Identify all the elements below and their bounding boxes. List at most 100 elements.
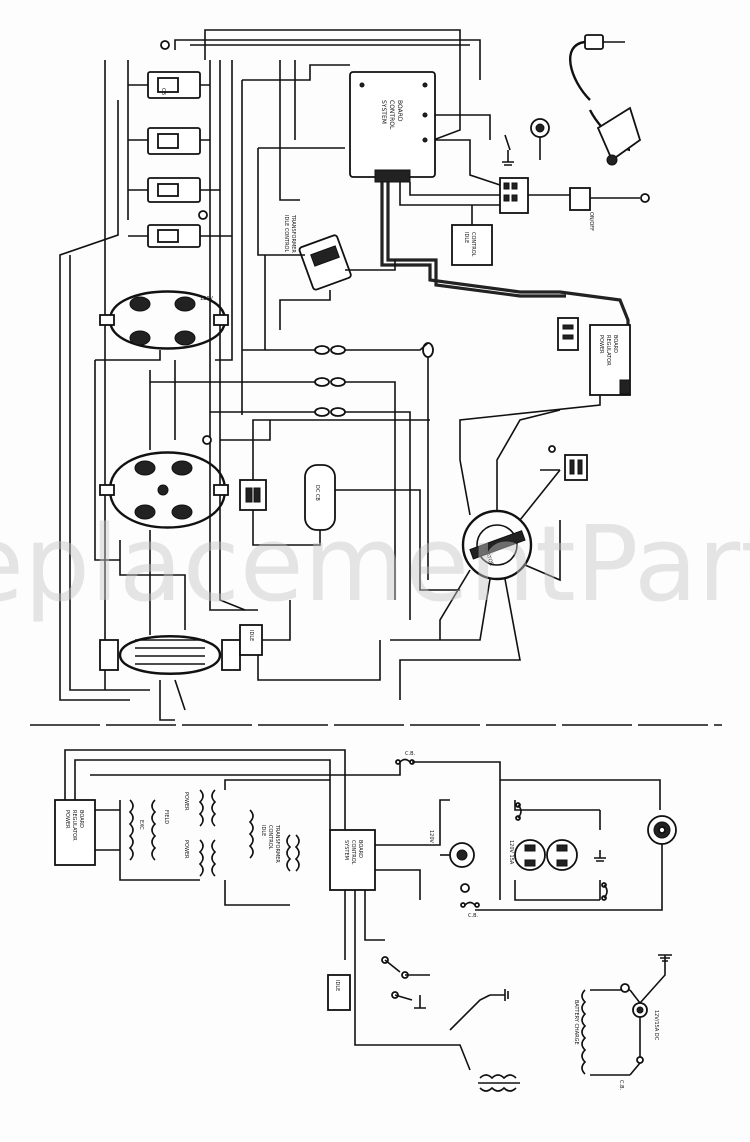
- wire: [215, 60, 233, 361]
- svg-text:BOARD: BOARD: [396, 100, 403, 122]
- svg-text:120V: 120V: [200, 296, 214, 302]
- wire: [200, 84, 232, 237]
- ignition-module: ON/OFF: [569, 187, 594, 231]
- flywheel: [588, 106, 642, 166]
- wire-harness-2: [386, 180, 566, 298]
- idle-control-transformer: IDLE CONTROL TRANSFORMER: [283, 214, 352, 291]
- svg-text:C.B.: C.B.: [405, 751, 416, 757]
- battery-charge-circuit: BATTERY CHARGE 12V/15A DC C.B.: [573, 954, 672, 1091]
- power-winding: POWER POWER: [183, 789, 217, 877]
- wire: [450, 1044, 471, 1071]
- ground-icon: [490, 989, 509, 1001]
- svg-text:SYSTEM: SYSTEM: [380, 100, 387, 124]
- svg-text:CONTROL: CONTROL: [267, 825, 273, 850]
- svg-text:BOARD: BOARD: [612, 335, 618, 353]
- svg-text:CB: CB: [160, 88, 166, 95]
- wire: [399, 578, 521, 700]
- wire: [119, 540, 186, 600]
- circled-marker-e: [620, 983, 630, 993]
- svg-text:12V/15A DC: 12V/15A DC: [653, 1010, 659, 1041]
- wire: [252, 510, 321, 546]
- svg-text:ON/OFF: ON/OFF: [588, 212, 594, 231]
- wire: [475, 844, 663, 911]
- receptacle-120v-15a-a: [514, 839, 546, 871]
- wire: [459, 395, 601, 460]
- idle-control-coil: [99, 635, 241, 675]
- svg-text:POWER: POWER: [64, 810, 70, 829]
- wire: [220, 420, 271, 441]
- wire: [159, 680, 175, 721]
- wire: [354, 890, 450, 1046]
- wire: [390, 578, 491, 641]
- svg-text:CONTROL: CONTROL: [388, 100, 395, 130]
- rectifier-dc: DC CB: [304, 464, 336, 531]
- circuit-breaker-3: [515, 802, 522, 821]
- svg-text:CONTROL: CONTROL: [350, 840, 356, 865]
- wire: [150, 381, 396, 600]
- idle-control-transformer-schematic: IDLE CONTROL TRANSFORMER: [248, 809, 300, 872]
- wire: [74, 759, 331, 830]
- ground-icon: [594, 850, 606, 862]
- spark-plug: [569, 34, 625, 101]
- svg-text:TRANSFORMER: TRANSFORMER: [274, 824, 280, 863]
- svg-text:C.B.: C.B.: [468, 913, 479, 919]
- svg-text:IDLE: IDLE: [463, 232, 469, 243]
- wire: [252, 419, 430, 480]
- wire: [335, 489, 460, 591]
- wire: [500, 779, 661, 810]
- wire: [209, 60, 258, 611]
- receptacle-120-240v: [99, 451, 229, 529]
- svg-text:CONTROL: CONTROL: [470, 232, 476, 257]
- svg-text:120V: 120V: [428, 830, 434, 844]
- watermark-text: eplacementParts.c: [0, 503, 750, 625]
- relay-block-4: [147, 224, 201, 248]
- wire: [219, 60, 246, 611]
- inline-connector-1: [314, 345, 346, 355]
- wire: [94, 360, 120, 561]
- battery-transformer: [478, 1074, 520, 1092]
- wire: [345, 260, 396, 271]
- wire: [439, 799, 450, 825]
- on-off-switch: [381, 956, 409, 979]
- breaker-12v: [239, 479, 267, 511]
- system-control-board: SYSTEM CONTROL BOARD: [349, 71, 436, 183]
- svg-text:EXC: EXC: [138, 820, 144, 830]
- system-control-board-schematic: SYSTEM CONTROL BOARD: [329, 829, 376, 891]
- terminal-strip: [499, 177, 529, 214]
- power-regulator-board: POWER REGULATOR BOARD: [589, 324, 631, 396]
- circled-marker-c: [202, 435, 212, 445]
- wire: [59, 100, 130, 701]
- relay-block-2: [147, 127, 201, 155]
- low-oil-pressure-switch: [530, 118, 550, 160]
- wire: [204, 29, 461, 146]
- receptacle-120v-30a-schematic: 120V: [428, 830, 475, 868]
- svg-text:DC CB: DC CB: [314, 485, 320, 501]
- wire: [364, 890, 385, 941]
- battery-charge-terminal: [548, 445, 588, 481]
- wire: [519, 469, 561, 521]
- wire: [279, 60, 300, 201]
- spark-switch: [391, 991, 426, 1009]
- svg-text:IDLE CONTROL: IDLE CONTROL: [283, 215, 289, 252]
- relay-block-3: [147, 177, 201, 203]
- wire: [496, 409, 561, 511]
- svg-text:BOARD: BOARD: [78, 810, 84, 828]
- ground-wire: [504, 134, 511, 151]
- wire: [69, 255, 150, 691]
- power-regulator-board-schematic: POWER REGULATOR BOARD: [54, 799, 96, 866]
- wire: [224, 779, 330, 790]
- wire: [449, 994, 491, 1031]
- wire: [524, 520, 561, 582]
- inline-connector-3: [314, 407, 346, 417]
- wire: [242, 342, 429, 351]
- svg-text:IDLE: IDLE: [260, 825, 266, 836]
- circled-marker-a: [160, 40, 170, 50]
- wire: [257, 148, 305, 256]
- wire: [435, 139, 501, 186]
- wire: [257, 640, 381, 681]
- svg-text:FIELD: FIELD: [163, 810, 169, 824]
- wire: [174, 39, 481, 80]
- wire: [409, 182, 500, 196]
- wire: [262, 600, 291, 641]
